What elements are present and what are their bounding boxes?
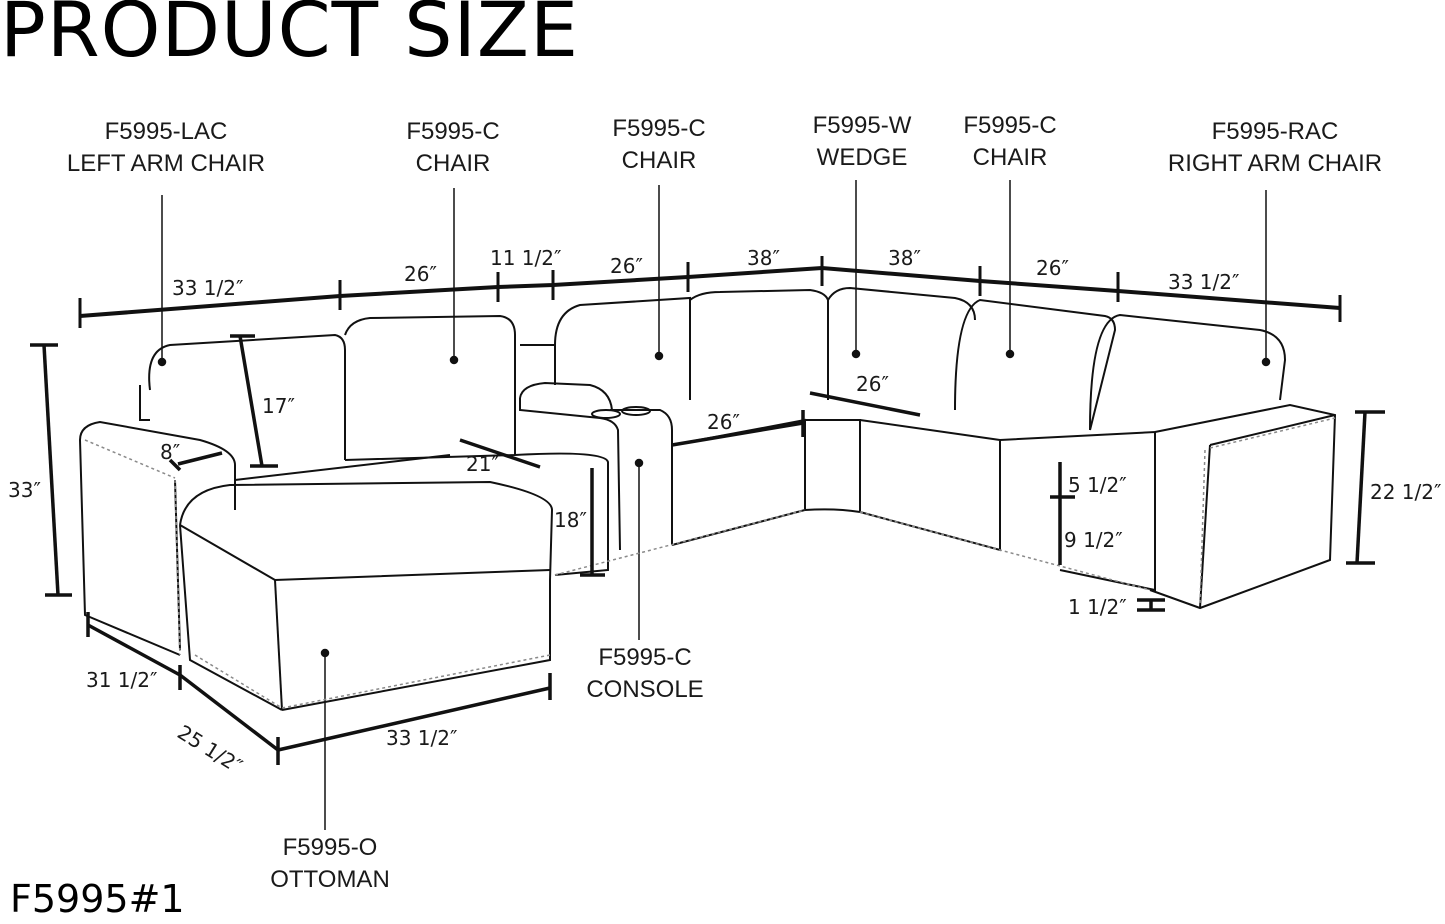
wedge-outline xyxy=(689,286,976,513)
component-code: F5995-W xyxy=(812,112,912,139)
dim-ottoman-width: 33 1/2″ xyxy=(386,726,458,750)
dim-top-right-arm-chair: 33 1/2″ xyxy=(1168,270,1240,294)
callout-leaders xyxy=(157,180,1271,830)
ottoman-outline xyxy=(179,480,554,711)
dim-top-chair-1: 26″ xyxy=(404,262,437,286)
component-code: F5995-C xyxy=(963,112,1057,139)
callout-right-arm-chair: F5995-RAC RIGHT ARM CHAIR xyxy=(1168,116,1382,180)
chair-1-outline xyxy=(344,314,609,576)
dim-arm-width: 8″ xyxy=(160,440,181,464)
dim-seat-height: 18″ xyxy=(554,508,587,532)
callout-ottoman: F5995-O OTTOMAN xyxy=(270,832,390,896)
dim-seat-width-wedge: 26″ xyxy=(856,372,889,396)
nailhead-trim xyxy=(84,417,1336,709)
callout-chair-2: F5995-C CHAIR xyxy=(612,113,705,177)
dim-leg-height: 1 1/2″ xyxy=(1068,595,1127,619)
component-name: WEDGE xyxy=(816,144,908,171)
callout-wedge: F5995-W WEDGE xyxy=(813,110,912,174)
callout-chair-1: F5995-C CHAIR xyxy=(406,116,499,180)
callout-console: F5995-C CONSOLE xyxy=(586,642,703,706)
model-number: F5995#1 xyxy=(10,877,185,921)
dim-base-height: 9 1/2″ xyxy=(1064,528,1123,552)
component-code: F5995-RAC xyxy=(1211,118,1339,145)
component-name: OTTOMAN xyxy=(270,866,390,893)
page-title: PRODUCT SIZE xyxy=(0,0,579,74)
right-arm-chair-outline xyxy=(999,313,1337,610)
dim-top-console: 11 1/2″ xyxy=(490,246,562,270)
component-code: F5995-O xyxy=(282,834,378,861)
left-arm-chair-outline xyxy=(79,333,451,656)
callout-chair-3: F5995-C CHAIR xyxy=(963,110,1056,174)
component-name: RIGHT ARM CHAIR xyxy=(1167,150,1383,177)
component-code: F5995-C xyxy=(406,118,500,145)
dim-top-wedge-left: 38″ xyxy=(747,246,780,270)
component-code: F5995-C xyxy=(612,115,706,142)
component-code: F5995-LAC xyxy=(104,118,228,145)
dim-top-left-arm-chair: 33 1/2″ xyxy=(172,276,244,300)
component-name: CHAIR xyxy=(415,150,491,177)
dim-cushion-thickness: 5 1/2″ xyxy=(1068,473,1127,497)
component-code: F5995-C xyxy=(598,644,692,671)
dim-top-chair-3: 26″ xyxy=(1036,256,1069,280)
dim-back-height: 17″ xyxy=(262,394,295,418)
chair-3-outline xyxy=(859,298,1117,552)
console-outline xyxy=(519,344,673,551)
component-name: LEFT ARM CHAIR xyxy=(66,150,266,177)
dim-seat-depth: 21″ xyxy=(466,452,499,476)
dim-total-depth: 31 1/2″ xyxy=(86,668,158,692)
component-name: CHAIR xyxy=(621,147,697,174)
callout-left-arm-chair: F5995-LAC LEFT ARM CHAIR xyxy=(67,116,265,180)
dim-seat-width-chair: 26″ xyxy=(707,410,740,434)
dim-arm-height: 22 1/2″ xyxy=(1370,480,1442,504)
dim-top-wedge-right: 38″ xyxy=(888,246,921,270)
interior-dimension-lines xyxy=(30,334,1385,765)
component-name: CONSOLE xyxy=(586,676,704,703)
top-dimension-ticks xyxy=(78,256,1342,328)
component-name: CHAIR xyxy=(972,144,1048,171)
dim-top-chair-2: 26″ xyxy=(610,254,643,278)
dim-overall-height: 33″ xyxy=(8,478,41,502)
